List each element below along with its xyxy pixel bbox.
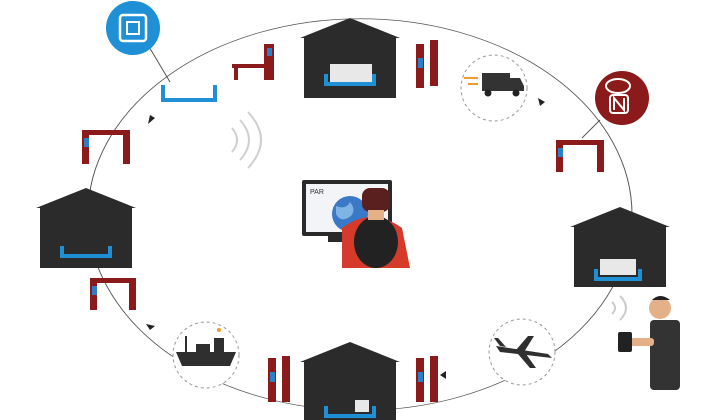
rfid-gate-bottom-right xyxy=(416,356,438,402)
rfid-gate-top-left xyxy=(232,44,274,80)
truck-icon xyxy=(460,54,528,122)
cycle-arrow xyxy=(440,371,446,379)
warehouse-bottom xyxy=(300,342,400,420)
rfid-reader xyxy=(161,85,217,102)
rfid-gate-bottom-left xyxy=(268,356,290,402)
cycle-arrow xyxy=(538,98,545,106)
rfid-chip-icon xyxy=(106,1,171,83)
warehouse-top xyxy=(300,18,400,98)
airplane-icon xyxy=(488,318,556,386)
cloud-nfc-icon xyxy=(581,71,649,139)
rfid-gate-left-bottom xyxy=(90,278,136,310)
warehouse-left xyxy=(36,188,136,268)
warehouse-right xyxy=(570,207,670,287)
screen-logo: PAR xyxy=(310,189,324,196)
cycle-arrow xyxy=(148,115,155,124)
cycle-arrow xyxy=(146,324,155,330)
rfid-gate-top-right xyxy=(416,40,438,88)
rfid-gate-left-top xyxy=(82,130,130,164)
handheld-scanner-icon xyxy=(611,295,680,390)
rfid-gate-right xyxy=(556,140,604,172)
signal-waves-icon xyxy=(231,111,262,169)
cargo-ship-icon xyxy=(172,321,240,389)
control-station: PAR xyxy=(302,180,410,268)
